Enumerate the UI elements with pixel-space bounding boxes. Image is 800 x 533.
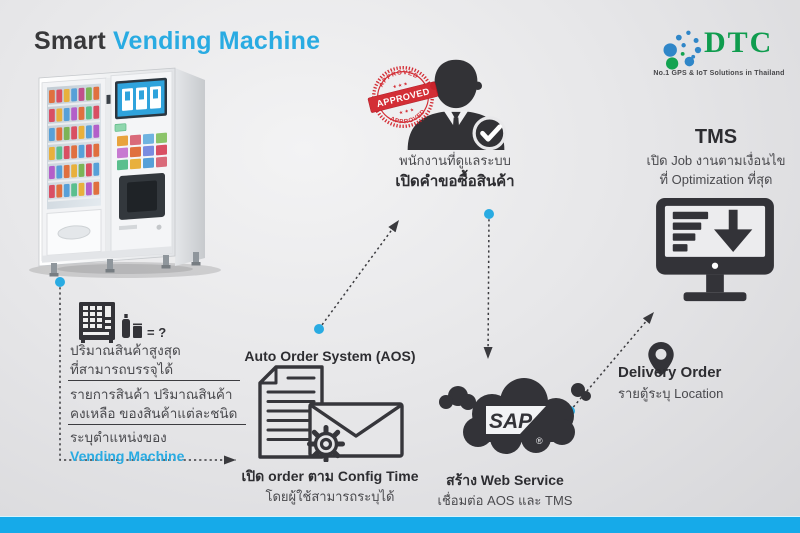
stock-line1: รายการสินค้า ปริมาณสินค้า (70, 387, 233, 402)
arrow-approver-to-sap (483, 213, 493, 360)
title-prefix: Smart (34, 27, 106, 55)
sap-cloud-icon: SAP ® (439, 378, 591, 454)
sap-line1: สร้าง Web Service (446, 472, 564, 488)
tms-title: TMS (694, 126, 738, 148)
sap-reg-mark: ® (536, 436, 543, 446)
equation-text: = ? (147, 325, 166, 340)
can-icon (133, 326, 142, 338)
location-line2: Vending Machine (70, 448, 185, 464)
info-divider (68, 380, 240, 381)
stamp-stars-bottom: ★ ★ ★ (398, 107, 414, 117)
dtc-logo-text: DTC (704, 26, 774, 59)
delivery-line1: รายตู้ระบุ Location (618, 386, 724, 401)
machine-shadow (29, 262, 221, 278)
aos-line2: โดยผู้ใช้สามารถระบุได้ (265, 489, 395, 504)
page-title: Smart Vending Machine (34, 27, 320, 56)
vending-machine-illustration (29, 67, 221, 278)
sap-logo-text: SAP (489, 410, 533, 433)
sap-line2: เชื่อมต่อ AOS และ TMS (437, 493, 573, 508)
location-line1: ระบุตำแหน่งของ (70, 430, 167, 445)
bottom-accent-bar (0, 516, 800, 533)
machine-product-rows (48, 86, 100, 202)
checkmark-circle-icon (472, 116, 507, 150)
capacity-line2: ที่สามารถบรรจุได้ (70, 362, 174, 377)
stock-line2: คงเหลือ ของสินค้าแต่ละชนิด (70, 406, 238, 421)
approver-line1: พนักงานที่ดูแลระบบ (399, 153, 511, 168)
tms-line2: ที่ Optimization ที่สุด (659, 172, 773, 187)
machine-product-grid (117, 132, 167, 171)
machine-front (38, 67, 176, 267)
aos-line1: เปิด order ตาม Config Time (241, 468, 419, 484)
approver-line2: เปิดคำขอซื้อสินค้า (395, 173, 515, 190)
info-divider (68, 424, 246, 425)
dtc-tagline: No.1 GPS & IoT Solutions in Thailand (653, 70, 785, 77)
admin-person-icon (407, 59, 507, 150)
stamp-stars-top: ★ ★ ★ (392, 81, 408, 91)
title-highlight: Vending Machine (113, 27, 321, 55)
connector-dot (314, 324, 324, 334)
arrow-aos-to-approver (318, 219, 400, 330)
capacity-line1: ปริมาณสินค้าสูงสุด (70, 343, 181, 358)
tms-line1: เปิด Job งานตามเงื่อนไข (646, 153, 786, 168)
download-arrow-icon (728, 209, 738, 232)
connector-dot (484, 209, 494, 219)
delivery-title: Delivery Order (618, 364, 722, 381)
approved-stamp: APPROVED APPROVED ★ ★ ★ ★ ★ ★ APPROVED (367, 65, 439, 129)
tms-monitor-icon (656, 197, 774, 302)
vending-capacity-icon: = ? (79, 302, 166, 343)
dtc-globe-dots-icon (663, 30, 702, 70)
machine-side-panel (175, 68, 205, 266)
aos-order-icon (258, 365, 404, 462)
location-pin-icon (648, 342, 674, 376)
machine-pickup-slot (57, 225, 91, 240)
machine-legs (49, 252, 201, 277)
machine-sticker (114, 123, 127, 132)
aos-title: Auto Order System (AOS) (244, 348, 416, 364)
bottle-icon (122, 319, 130, 338)
